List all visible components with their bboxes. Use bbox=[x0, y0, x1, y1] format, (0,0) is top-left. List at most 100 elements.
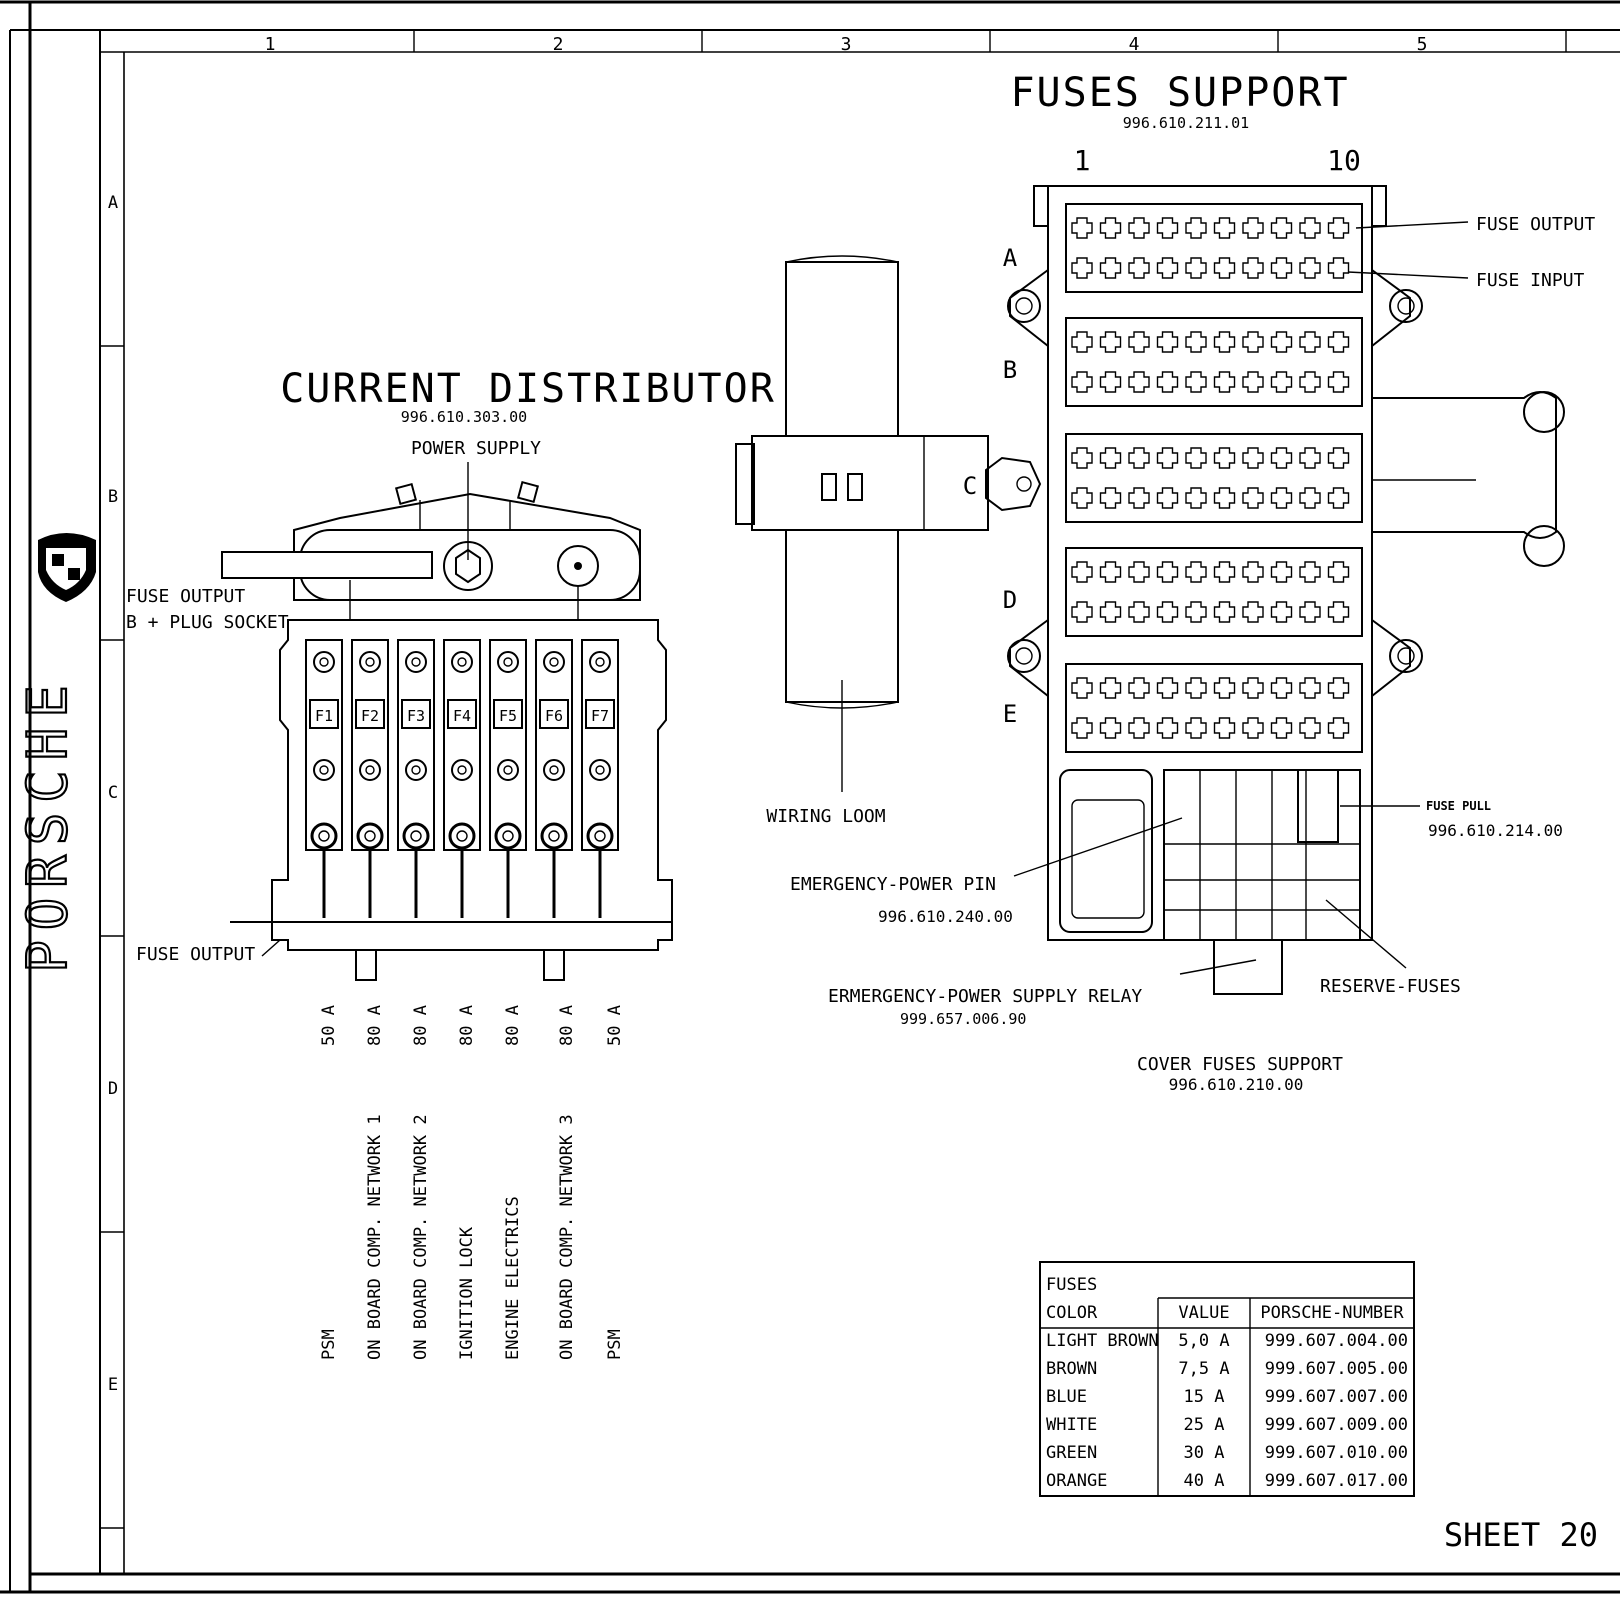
fuse-slot-icon bbox=[1185, 677, 1207, 699]
fuse-table-header-value: VALUE bbox=[1178, 1303, 1229, 1323]
fuse-slot-icon bbox=[1213, 447, 1236, 469]
fuse-rating-f1: 50 A bbox=[319, 1005, 339, 1046]
porsche-brand-text: PORSCHE bbox=[16, 675, 79, 973]
fuse-slot-icon bbox=[1156, 601, 1179, 623]
emergency-power-pin-label: EMERGENCY-POWER PIN bbox=[790, 874, 996, 895]
fuse-slot-icon bbox=[1299, 677, 1321, 699]
fuse-slot-icon bbox=[1213, 677, 1236, 699]
fuse-block-row-c bbox=[1065, 433, 1363, 523]
row-label-b: B bbox=[108, 487, 118, 507]
fuse-slot-icon bbox=[1128, 217, 1150, 239]
fuse-slot-icon bbox=[1128, 487, 1150, 509]
column-label-2: 2 bbox=[553, 34, 564, 55]
fuse-block-frame bbox=[1065, 317, 1363, 407]
fuse-slot-icon bbox=[1071, 331, 1093, 353]
fuse-slot-icon bbox=[1213, 217, 1236, 239]
fuse-slot-icon bbox=[1270, 677, 1293, 699]
fuse-input-label: FUSE INPUT bbox=[1476, 270, 1585, 291]
fuses-support-row-label-b: B bbox=[1003, 356, 1017, 384]
fuse-slot-icon bbox=[1071, 601, 1093, 623]
fuse-slot-icon bbox=[1327, 371, 1350, 393]
fuse-label-f4: F4 bbox=[453, 707, 471, 725]
fuse-slot-icon bbox=[1242, 217, 1264, 239]
fuse-block-row-a bbox=[1065, 203, 1363, 293]
fuse-slot-icon bbox=[1213, 561, 1236, 583]
fuse-slot-icon bbox=[1213, 331, 1236, 353]
fuses-support-row-label-a: A bbox=[1003, 244, 1018, 272]
fuse-slot-icon bbox=[1185, 487, 1207, 509]
fuse-slot-icon bbox=[1242, 257, 1264, 279]
fuse-strip-f5: F5 bbox=[489, 639, 527, 918]
fuse-strip-f6: F6 bbox=[535, 639, 573, 918]
fuse-label-f2: F2 bbox=[361, 707, 379, 725]
fuse-slot-icon bbox=[1270, 257, 1293, 279]
fuse-slot-icon bbox=[1185, 561, 1207, 583]
fuse-strip-f1: F1 bbox=[305, 639, 343, 918]
fuse-slot-icon bbox=[1128, 371, 1150, 393]
fuses-support-row-label-d: D bbox=[1003, 586, 1017, 614]
current-distributor: CURRENT DISTRIBUTOR 996.610.303.00 POWER… bbox=[126, 366, 774, 1360]
column-label-4: 4 bbox=[1129, 34, 1140, 55]
fuse-rating-f7: 50 A bbox=[605, 1005, 625, 1046]
fuse-slot-icon bbox=[1099, 257, 1122, 279]
fuse-slot-icon bbox=[1213, 487, 1236, 509]
fuse-slot-icon bbox=[1156, 561, 1179, 583]
fuse-slot-icon bbox=[1299, 217, 1321, 239]
fuse-slot-icon bbox=[1270, 447, 1293, 469]
fuse-slot-icon bbox=[1128, 447, 1150, 469]
fuse-block-row-d bbox=[1065, 547, 1363, 637]
fuse-slot-icon bbox=[1128, 601, 1150, 623]
fuse-slot-icon bbox=[1156, 487, 1179, 509]
fuse-circuit-f6: ON BOARD COMP. NETWORK 3 bbox=[557, 1114, 577, 1360]
current-distributor-part-number: 996.610.303.00 bbox=[401, 408, 527, 426]
fuse-value-cell: 15 A bbox=[1184, 1387, 1225, 1407]
row-zone-labels: A B C D E bbox=[100, 193, 124, 1529]
fuse-slot-icon bbox=[1099, 331, 1122, 353]
fuse-slot-icon bbox=[1071, 257, 1093, 279]
fuse-color-cell: GREEN bbox=[1046, 1443, 1097, 1463]
fuses-support-column-10: 10 bbox=[1327, 144, 1361, 177]
fuse-circuit-f4: IGNITION LOCK bbox=[457, 1226, 477, 1360]
fuses-support-part-number: 996.610.211.01 bbox=[1123, 114, 1249, 132]
fuse-slot-icon bbox=[1099, 717, 1122, 739]
fuse-slot-icon bbox=[1213, 717, 1236, 739]
fuse-slot-icon bbox=[1071, 447, 1093, 469]
cover-fuses-support-label: COVER FUSES SUPPORT bbox=[1137, 1054, 1343, 1075]
fuse-slot-icon bbox=[1071, 561, 1093, 583]
fuse-block-frame bbox=[1065, 547, 1363, 637]
fuse-label-f6: F6 bbox=[545, 707, 563, 725]
fuse-slot-icon bbox=[1270, 561, 1293, 583]
fuse-slot-icon bbox=[1242, 677, 1264, 699]
column-label-1: 1 bbox=[265, 34, 276, 55]
fuses-support-title: FUSES SUPPORT bbox=[1010, 70, 1349, 116]
fuse-slot-icon bbox=[1242, 561, 1264, 583]
emergency-relay-label: ERMERGENCY-POWER SUPPLY RELAY bbox=[828, 986, 1142, 1007]
fuse-block-row-e bbox=[1065, 663, 1363, 753]
fuse-slot-icon bbox=[1128, 561, 1150, 583]
porsche-crest-icon bbox=[38, 533, 96, 602]
fuse-slot-icon bbox=[1185, 331, 1207, 353]
fuse-slot-icon bbox=[1156, 371, 1179, 393]
fuses-support-row-label-e: E bbox=[1003, 700, 1017, 728]
fuse-slot-icon bbox=[1327, 217, 1350, 239]
fuse-slot-icon bbox=[1071, 487, 1093, 509]
fuse-slot-icon bbox=[1213, 257, 1236, 279]
fuse-slot-icon bbox=[1299, 601, 1321, 623]
fuse-color-cell: BROWN bbox=[1046, 1359, 1097, 1379]
fuse-slot-icon bbox=[1299, 257, 1321, 279]
fuse-slot-icon bbox=[1327, 561, 1350, 583]
row-label-c: C bbox=[108, 783, 118, 803]
fuse-circuit-f7: PSM bbox=[605, 1329, 625, 1360]
fuse-slot-icon bbox=[1327, 257, 1350, 279]
fuse-color-cell: ORANGE bbox=[1046, 1471, 1107, 1491]
fuse-color-cell: BLUE bbox=[1046, 1387, 1087, 1407]
fuse-slot-icon bbox=[1128, 331, 1150, 353]
fuse-slot-icon bbox=[1213, 371, 1236, 393]
fuse-slot-icon bbox=[1327, 601, 1350, 623]
fuse-value-cell: 40 A bbox=[1184, 1471, 1225, 1491]
